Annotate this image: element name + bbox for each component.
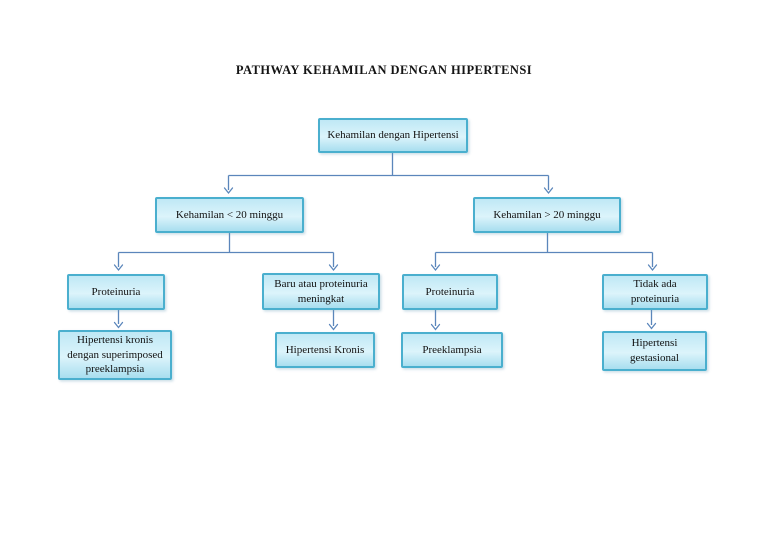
node-tidak-ada-proteinuria: Tidak ada proteinuria <box>602 274 708 310</box>
node-proteinuria-right: Proteinuria <box>402 274 498 310</box>
arrowhead-into-gt20 <box>543 187 554 195</box>
node-kehamilan-lebih-20-minggu: Kehamilan > 20 minggu <box>473 197 621 233</box>
page-title: PATHWAY KEHAMILAN DENGAN HIPERTENSI <box>235 63 533 77</box>
arrowhead-into-kronis <box>328 323 339 331</box>
arrowhead-into-baru-meningkat <box>328 264 339 272</box>
arrowhead-into-proteinuria-right <box>430 264 441 272</box>
arrowhead-into-preeklampsia <box>430 323 441 331</box>
node-kehamilan-kurang-20-minggu: Kehamilan < 20 minggu <box>155 197 304 233</box>
arrowhead-into-superimposed <box>113 321 124 329</box>
node-hipertensi-kronis: Hipertensi Kronis <box>275 332 375 368</box>
arrowhead-into-tidak-ada <box>647 264 658 272</box>
edge-gt20-trunk <box>434 233 654 267</box>
node-preeklampsia: Preeklampsia <box>401 332 503 368</box>
arrowhead-into-gestasional <box>646 322 657 330</box>
edge-lt20-trunk <box>117 233 335 267</box>
edge-root-trunk <box>227 153 550 190</box>
arrowhead-into-lt20 <box>223 187 234 195</box>
node-kehamilan-dengan-hipertensi: Kehamilan dengan Hipertensi <box>318 118 468 153</box>
node-hipertensi-gestasional: Hipertensi gestasional <box>602 331 707 371</box>
node-proteinuria-left: Proteinuria <box>67 274 165 310</box>
node-baru-atau-proteinuria-meningkat: Baru atau proteinuria meningkat <box>262 273 380 310</box>
arrowhead-into-proteinuria-left <box>113 264 124 272</box>
node-hipertensi-kronis-superimposed-preeklampsia: Hipertensi kronis dengan superimposed pr… <box>58 330 172 380</box>
